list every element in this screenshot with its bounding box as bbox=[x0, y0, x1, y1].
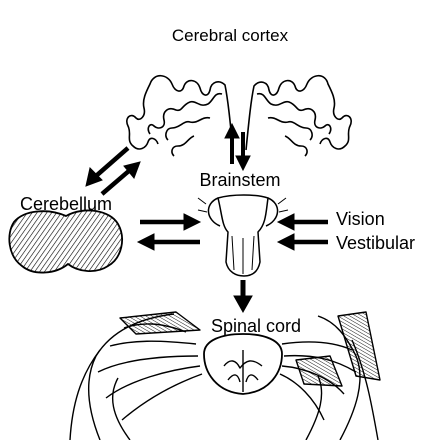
vision-label: Vision bbox=[336, 209, 385, 229]
spinal-cord-label: Spinal cord bbox=[211, 316, 301, 336]
cerebral-cortex-label: Cerebral cortex bbox=[172, 26, 289, 45]
sensory-input-arrows bbox=[278, 214, 328, 250]
cortex-cerebellum-arrows bbox=[86, 148, 140, 194]
cerebellum bbox=[9, 210, 122, 272]
vestibular-label: Vestibular bbox=[336, 233, 415, 253]
cerebral-cortex bbox=[127, 76, 351, 156]
brainstem bbox=[198, 195, 288, 276]
brainstem-label: Brainstem bbox=[199, 170, 280, 190]
brainstem-cerebellum-arrows bbox=[138, 214, 200, 250]
brainstem-spinal-arrow bbox=[234, 280, 252, 312]
